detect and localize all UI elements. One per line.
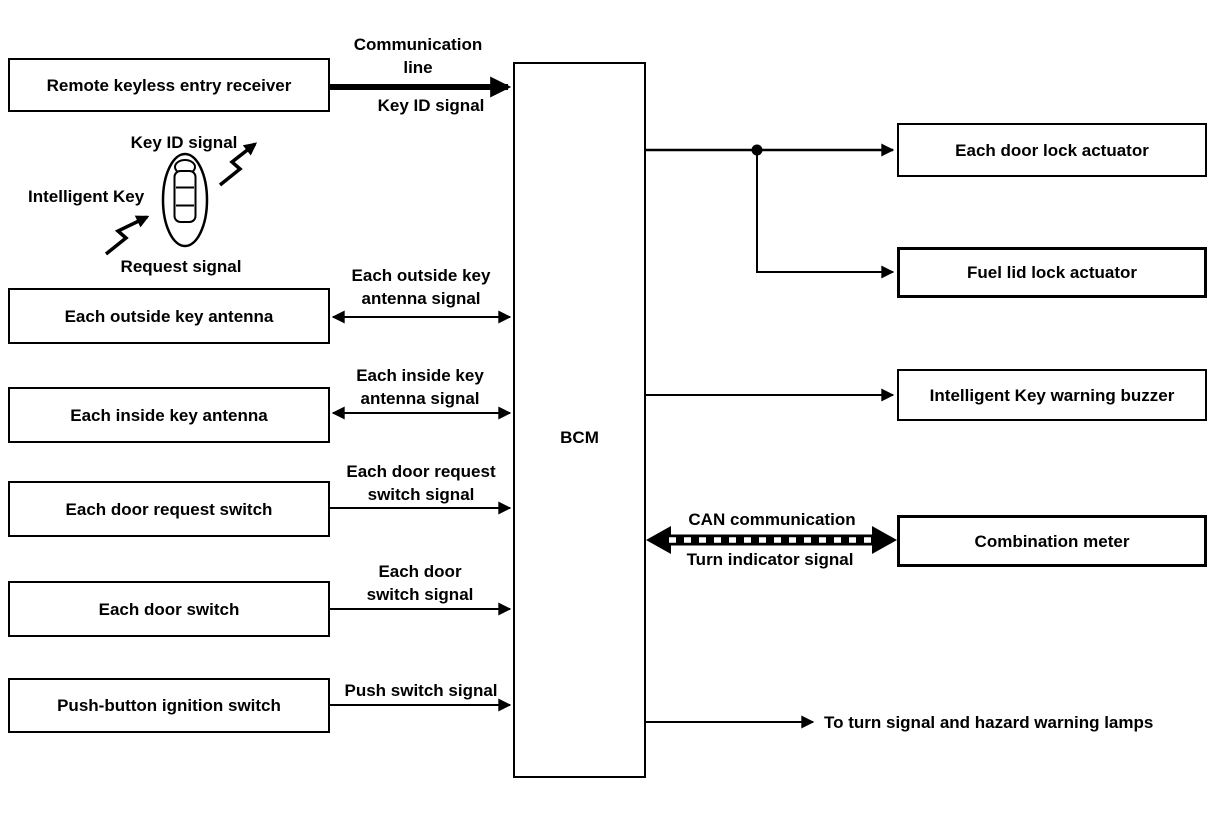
label-turn-indicator-signal: Turn indicator signal — [686, 550, 854, 569]
box-combination-meter: Combination meter — [897, 515, 1207, 567]
label-communication-line: Communication line — [353, 35, 483, 77]
box-each-door-lock-actuator: Each door lock actuator — [897, 123, 1207, 177]
label-can-communication: CAN communication — [688, 510, 856, 529]
bcm-label: BCM — [560, 428, 599, 447]
label-door-request-signal: Each door request switch signal — [346, 462, 496, 504]
key-id-bolt-icon — [218, 142, 258, 187]
intelligent-key-icon — [161, 152, 209, 248]
request-bolt-icon — [104, 215, 150, 256]
box-bcm: BCM — [513, 62, 646, 778]
box-remote-keyless-entry-receiver: Remote keyless entry receiver — [8, 58, 330, 112]
box-fuel-lid-lock-actuator: Fuel lid lock actuator — [897, 247, 1207, 298]
label-door-switch-signal: Each door switch signal — [366, 562, 474, 604]
note-turn-signal-hazard-lamps: To turn signal and hazard warning lamps — [824, 713, 1154, 732]
box-push-button-ignition-switch: Push-button ignition switch — [8, 678, 330, 733]
label-intelligent-key: Intelligent Key — [28, 187, 145, 206]
fuel-lid-branch-arrow — [756, 150, 895, 279]
can-bus-arrow — [646, 526, 897, 554]
label-request-signal: Request signal — [120, 257, 242, 276]
box-each-outside-key-antenna: Each outside key antenna — [8, 288, 330, 344]
box-intelligent-key-warning-buzzer: Intelligent Key warning buzzer — [897, 369, 1207, 421]
label-inside-antenna-signal: Each inside key antenna signal — [356, 366, 484, 408]
box-each-inside-key-antenna: Each inside key antenna — [8, 387, 330, 443]
label-push-switch-signal: Push switch signal — [344, 681, 498, 700]
label-fob-key-id-signal: Key ID signal — [130, 133, 238, 152]
label-key-id-signal: Key ID signal — [377, 96, 485, 115]
box-each-door-switch: Each door switch — [8, 581, 330, 637]
label-outside-antenna-signal: Each outside key antenna signal — [351, 266, 491, 308]
box-each-door-request-switch: Each door request switch — [8, 481, 330, 537]
